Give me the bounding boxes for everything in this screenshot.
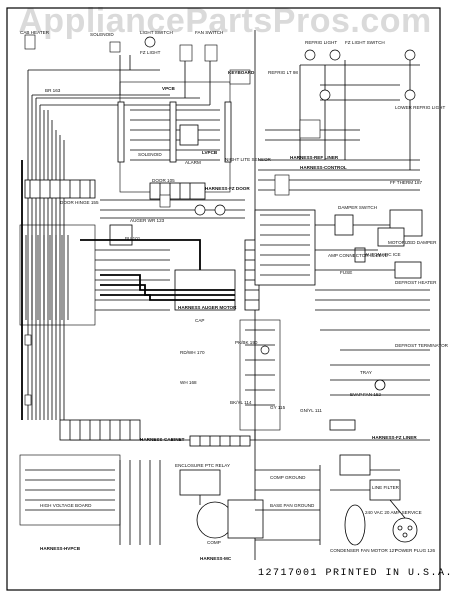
auger-wr-label: AUGER WR 123 (130, 218, 165, 223)
harness-fz-liner-label: HARNESS-FZ LINER (372, 435, 417, 440)
defrost-heater-label: DEFROST HEATER (395, 280, 437, 285)
wire-label: GN/YL 111 (300, 408, 322, 413)
tray-label: TRAY (360, 370, 372, 375)
comp-ground-label: COMP GROUND (270, 475, 306, 480)
wire-label: BK/YL 114 (230, 400, 252, 405)
cap-label: CAP (195, 318, 205, 323)
amp-connector-label: AMP CONNECTOR SLEEVE (328, 253, 388, 258)
automatic-ice-label: AUTOMATIC ICE (365, 252, 401, 257)
comp-label: COMP (207, 540, 221, 545)
wire-label: GY 115 (270, 405, 286, 410)
cab-heater-label: CAB HEATER (20, 30, 50, 35)
fuse-label: FUSE (340, 270, 353, 275)
enclosure-label: ENCLOSURE PTC RELAY (175, 463, 231, 468)
solenoid-label: SOLENOID (138, 152, 162, 157)
harness-hvpcb-label: HARNESS-HVPCB (40, 546, 81, 551)
lower-refrig-light-label: LOWER REFRIG LIGHT (395, 105, 446, 110)
night-light-label: NIGHT LITE SENSOR (225, 157, 271, 162)
evap-fan-label: EVAP FAN 152 (350, 392, 381, 397)
solenoid-top-label: SOLENOID (90, 32, 114, 37)
door-105-label: DOOR 105 (152, 178, 175, 183)
fan-switch-label: FAN SWITCH (195, 30, 224, 35)
light-switch-top-label: LIGHT SWITCH (140, 30, 173, 35)
damper-switch-label: DAMPER SWITCH (338, 205, 378, 210)
wire-label: WH 168 (180, 380, 197, 385)
keyboard-label: KEYBOARD (228, 70, 255, 75)
door-hinge-label: DOOR HINGE 155 (60, 200, 99, 205)
defrost-terminator-label: DEFROST TERMINATOR (395, 343, 449, 348)
wire-label: BR 163 (45, 88, 61, 93)
harness-fz-door-label: HARNESS-FZ DOOR (205, 186, 250, 191)
refrig-lt-top-label: REFRIG LT 98 (268, 70, 298, 75)
wire-label: RD/WH 170 (180, 350, 205, 355)
high-voltage-board-label: HIGH VOLTAGE BOARD (40, 503, 92, 508)
alarm-label: ALARM (185, 160, 201, 165)
vpcb-label: VPCB (162, 86, 175, 91)
line-filter-label: LINE FILTER (372, 485, 399, 490)
base-pan-ground-label: BASE PAN GROUND (270, 503, 315, 508)
condenser-fan-label: CONDENSER FAN MOTOR 127 (330, 548, 397, 553)
lvpcb-label: LVPCB (202, 150, 218, 155)
harness-cabinet-label: HARNESS-CABINET (140, 437, 185, 442)
refrig-light-label: REFRIG LIGHT (305, 40, 338, 45)
wire-label: PK/BK 190 (235, 340, 258, 345)
motorized-damper-label: MOTORIZED DAMPER (388, 240, 437, 245)
power-plug-label: POWER PLUG 126 (395, 548, 436, 553)
harness-ref-liner-label: HARNESS-REF LINER (290, 155, 339, 160)
harness-auger-motor-label: HARNESS AUGER MOTOR (178, 305, 237, 310)
v240-label: 240 VAC 20 AMP SERVICE (365, 510, 422, 515)
footer-print-text: 12717001 PRINTED IN U.S.A. (258, 568, 450, 579)
ff-therm-label: FF THERM 187 (390, 180, 423, 185)
wire-label: BU 101 (125, 236, 141, 241)
fz-light-switch-label: FZ LIGHT SWITCH (345, 40, 385, 45)
harness-mc-label: HARNESS-MC (200, 556, 232, 561)
fz-light-label: FZ LIGHT (140, 50, 161, 55)
harness-control-label: HARNESS-CONTROL (300, 165, 347, 170)
diagram-border (6, 7, 441, 591)
